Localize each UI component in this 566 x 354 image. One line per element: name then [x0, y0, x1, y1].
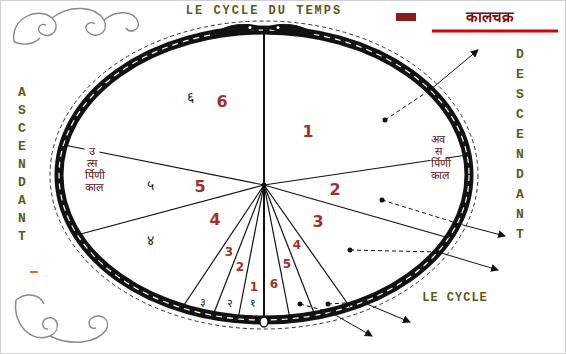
- arrow: [362, 302, 410, 322]
- staff-end: [260, 317, 268, 327]
- sector-numeral: ५: [147, 178, 154, 192]
- arrow: [463, 225, 505, 236]
- serpent-eye: [277, 26, 280, 29]
- sector-number: 2: [236, 261, 244, 273]
- sector-line: [238, 185, 264, 319]
- sector-line: [264, 185, 449, 238]
- dashed-leader: [328, 302, 362, 304]
- hub: [262, 183, 267, 188]
- sector-number: 6: [216, 94, 227, 110]
- sector-number: 4: [293, 239, 301, 251]
- arrow: [330, 312, 372, 336]
- outer-dashed-cycle: [50, 21, 478, 329]
- sector-line: [264, 185, 316, 318]
- sector-numeral: २: [227, 298, 233, 309]
- arrow: [438, 252, 498, 270]
- sector-number: 6: [270, 278, 278, 290]
- sector-number: 3: [312, 214, 323, 230]
- sector-number: 1: [302, 124, 313, 140]
- outgoing-arrows: [300, 50, 505, 336]
- small-mark: [30, 271, 38, 273]
- ornament-swirl: [14, 13, 57, 42]
- arrow: [430, 50, 478, 90]
- ornament-swirl: [52, 8, 105, 35]
- sector-dots: [298, 118, 388, 307]
- ornament-swirl: [104, 13, 138, 31]
- sector-number: 1: [250, 281, 258, 293]
- sector-lines: [64, 145, 467, 319]
- sector-numeral: ६: [187, 90, 194, 104]
- sector-numeral: ३: [200, 297, 206, 308]
- sector-line: [212, 185, 264, 318]
- sector-line: [264, 185, 290, 319]
- half-cycle-name: अवसर्पिणी काल: [431, 134, 446, 182]
- title-mark: [396, 13, 416, 21]
- dashed-leader: [382, 200, 463, 225]
- ornament-swirl: [14, 38, 40, 44]
- sector-number: 5: [194, 179, 205, 195]
- cycle-label: LE CYCLE: [422, 292, 488, 304]
- ornament-swirl: [50, 316, 108, 342]
- sector-number: 5: [283, 258, 291, 270]
- sector-number: 3: [225, 246, 233, 258]
- sector-numeral: ४: [147, 233, 154, 247]
- sector-line: [264, 185, 350, 307]
- serpent-head: [267, 24, 314, 34]
- serpent-head: [214, 24, 261, 34]
- half-cycle-name: उत्सर्पिणी काल: [85, 146, 100, 194]
- corner-ornament: [14, 8, 139, 342]
- dashed-leader: [350, 250, 438, 252]
- serpent-eye: [249, 26, 252, 29]
- ornament-swirl: [16, 295, 44, 304]
- hindi-title: कालचक्र: [466, 10, 514, 25]
- sector-number: 2: [329, 182, 340, 198]
- ornament-swirl: [15, 300, 57, 338]
- red-underline: [432, 30, 558, 33]
- dashed-leader: [385, 90, 430, 120]
- diagram-title: LE CYCLE DU TEMPS: [186, 5, 342, 17]
- side-label: DESCENDANT: [514, 45, 527, 245]
- sector-number: 4: [209, 212, 220, 228]
- side-label: ASCENDANT: [16, 84, 29, 246]
- sector-numeral: १: [250, 298, 256, 309]
- dashed-leader: [300, 304, 330, 312]
- axis-staff: [263, 27, 265, 318]
